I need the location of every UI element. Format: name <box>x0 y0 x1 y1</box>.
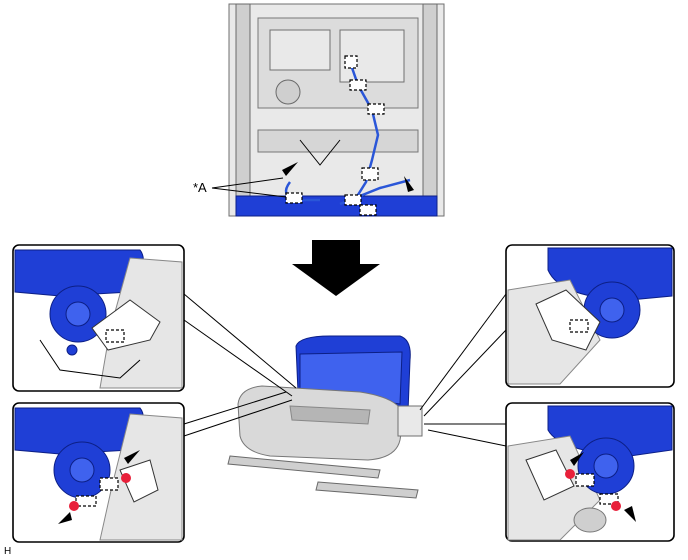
arrow-down-icon <box>292 240 380 296</box>
clip-icon <box>361 167 379 181</box>
clip-icon <box>344 194 362 206</box>
clamp-marker-icon <box>121 473 131 483</box>
clamp-marker-icon <box>69 501 79 511</box>
clip-icon <box>349 79 367 91</box>
detail-panel-top-right <box>505 244 675 388</box>
pointer-arrow-icon <box>624 506 636 522</box>
leader-lines <box>183 293 507 447</box>
pointer-arrow-icon <box>58 512 72 524</box>
clip-icon <box>367 103 385 115</box>
seat-back-frame <box>228 3 445 217</box>
pointer-arrow-icon <box>570 452 584 466</box>
clip-icon <box>569 319 589 333</box>
pointer-arrow-icon <box>404 176 414 192</box>
clip-icon <box>599 493 619 505</box>
callout-a-label: *A <box>193 180 207 195</box>
figure-code: H <box>4 546 11 557</box>
callout-a: *A <box>193 177 287 198</box>
clip-icon <box>285 192 303 204</box>
pointer-arrow-icon <box>282 162 298 176</box>
frame-clips <box>285 55 385 216</box>
clamp-marker-icon <box>565 469 575 479</box>
clip-icon <box>359 204 377 216</box>
clip-icon <box>344 55 358 69</box>
clamp-marker-icon <box>611 501 621 511</box>
clip-icon <box>575 473 595 487</box>
seat-assembly <box>227 335 423 499</box>
clip-icon <box>99 477 119 491</box>
clip-icon <box>75 495 97 507</box>
clip-icon <box>105 329 125 343</box>
detail-panel-bottom-left <box>12 402 185 543</box>
detail-panel-bottom-right <box>505 402 675 542</box>
detail-panel-top-left <box>12 244 185 392</box>
frame-arrows <box>282 162 414 192</box>
pointer-arrow-icon <box>124 450 140 464</box>
